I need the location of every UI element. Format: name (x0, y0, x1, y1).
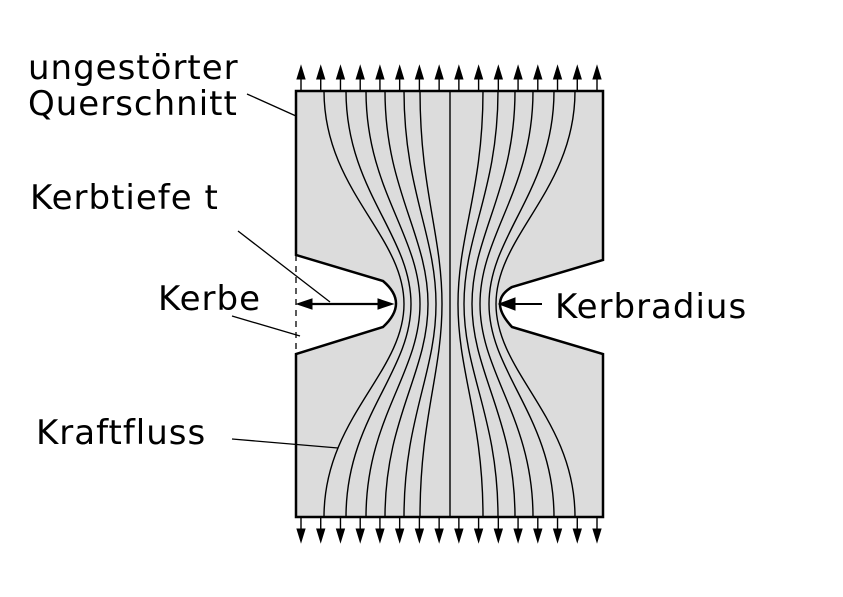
tension-arrow-down (513, 517, 523, 544)
tension-arrow-down (552, 517, 563, 544)
bottom-tension-arrows (296, 517, 602, 544)
tension-arrow-up (572, 64, 582, 91)
tension-arrow-down (394, 517, 405, 544)
top-tension-arrows (296, 64, 602, 91)
force-flow-line (479, 90, 534, 518)
label-notch-depth: Kerbtiefe t (30, 178, 219, 218)
tension-arrow-up (473, 64, 484, 91)
force-flow-line (419, 90, 443, 518)
tension-arrow-up (355, 64, 365, 91)
tension-arrow-up (513, 64, 523, 91)
tension-arrow-up (335, 64, 346, 91)
notch-radius-pointer (497, 297, 542, 311)
force-flow-line (488, 90, 555, 518)
force-flow-line (384, 90, 429, 518)
leader-undisturbed (246, 93, 297, 117)
tension-arrow-down (493, 517, 504, 544)
tension-arrow-up (533, 64, 543, 91)
tension-arrow-up (296, 64, 306, 91)
force-flow-line (457, 90, 484, 518)
leader-force-flow (231, 438, 339, 449)
tension-arrow-down (414, 517, 425, 544)
force-flow-line (365, 90, 421, 518)
tension-arrow-up (414, 64, 425, 91)
tension-arrow-down (533, 517, 543, 544)
force-flow-line (403, 90, 437, 518)
tension-arrow-down (592, 517, 602, 544)
force-flow-line (345, 90, 412, 518)
label-notch: Kerbe (158, 279, 261, 319)
tension-arrow-up (375, 64, 385, 91)
tension-arrow-down (355, 517, 365, 544)
label-notch-radius: Kerbradius (555, 287, 747, 327)
label-force-flow: Kraftfluss (36, 413, 206, 453)
tension-arrow-up (493, 64, 504, 91)
force-flow-line (463, 90, 499, 518)
tension-arrow-down (316, 517, 326, 544)
notch-depth-dimension (295, 298, 395, 310)
force-flow-line (323, 90, 405, 518)
tension-arrow-down (434, 517, 444, 544)
tension-arrow-up (552, 64, 563, 91)
force-flow-line (495, 90, 576, 518)
force-flow-lines (323, 90, 576, 518)
tension-arrow-up (454, 64, 464, 91)
tension-arrow-up (592, 64, 602, 91)
tension-arrow-down (473, 517, 484, 544)
tension-arrow-up (434, 64, 444, 91)
label-undisturbed-line2: Querschnitt (28, 84, 238, 124)
leader-notch (231, 315, 301, 337)
tension-arrow-down (335, 517, 346, 544)
tension-arrow-down (296, 517, 306, 544)
label-undisturbed-line1: ungestörter (28, 48, 239, 88)
force-flow-line (471, 90, 516, 518)
tension-arrow-down (454, 517, 464, 544)
tension-arrow-down (572, 517, 582, 544)
leader-notch-depth (237, 230, 331, 303)
tension-arrow-up (394, 64, 405, 91)
tension-arrow-down (375, 517, 385, 544)
tension-arrow-up (316, 64, 326, 91)
